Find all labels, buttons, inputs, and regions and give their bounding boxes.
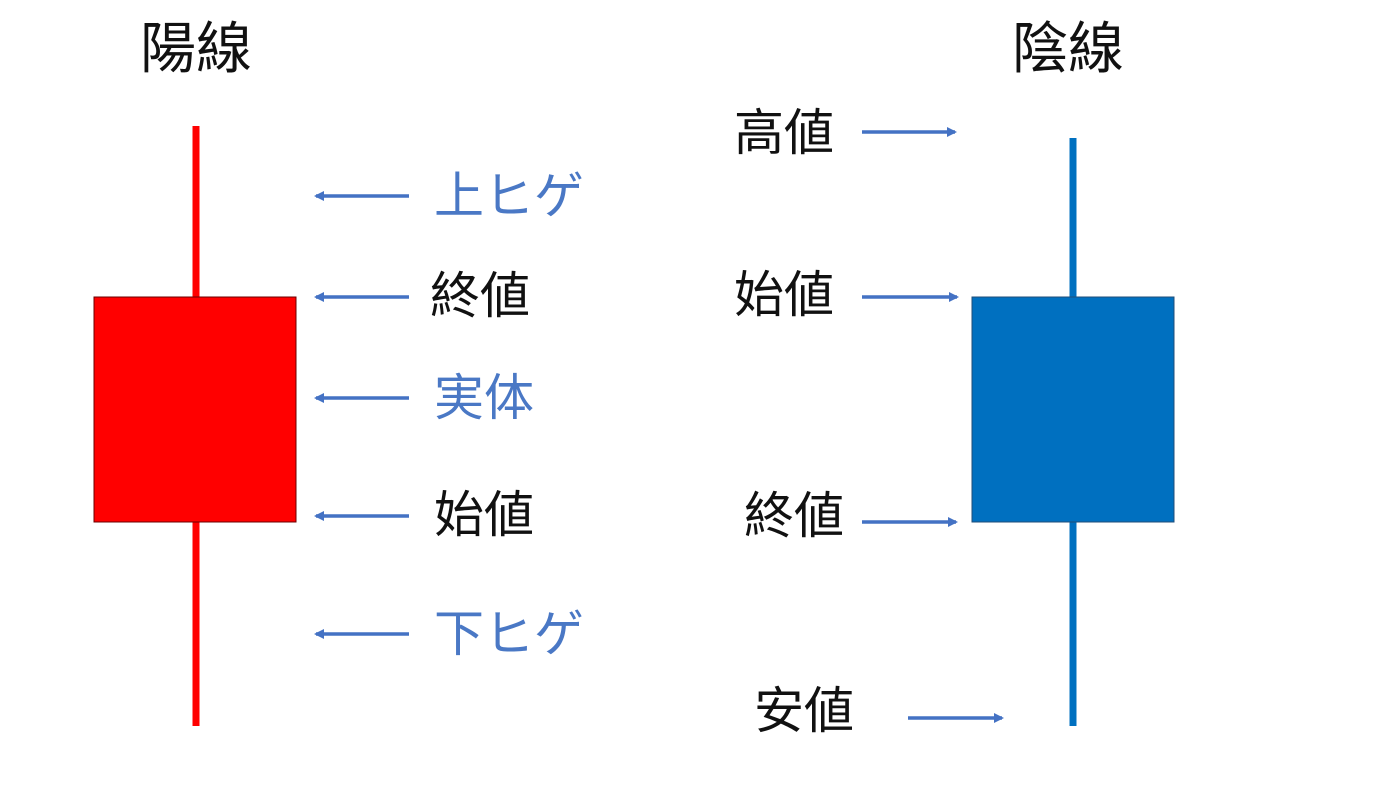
bearish-candle-group: 陰線 高値 始値 終値 安値 — [734, 17, 1175, 740]
label-bearish-close: 終値 — [744, 487, 844, 545]
label-body: 実体 — [434, 369, 534, 427]
label-bullish-open: 始値 — [434, 486, 534, 544]
bullish-body — [93, 296, 297, 523]
label-upper-shadow: 上ヒゲ — [434, 167, 584, 225]
bullish-title: 陽線 — [140, 17, 252, 82]
bearish-title: 陰線 — [1012, 17, 1124, 82]
bullish-candle-group: 陽線 上ヒゲ 終値 実体 始値 下ヒゲ — [93, 17, 584, 726]
label-bearish-open: 始値 — [734, 266, 834, 324]
label-lower-shadow: 下ヒゲ — [434, 605, 584, 663]
label-low: 安値 — [754, 682, 854, 740]
bearish-body — [971, 296, 1175, 523]
label-bullish-close: 終値 — [430, 267, 530, 325]
label-high: 高値 — [734, 104, 834, 162]
